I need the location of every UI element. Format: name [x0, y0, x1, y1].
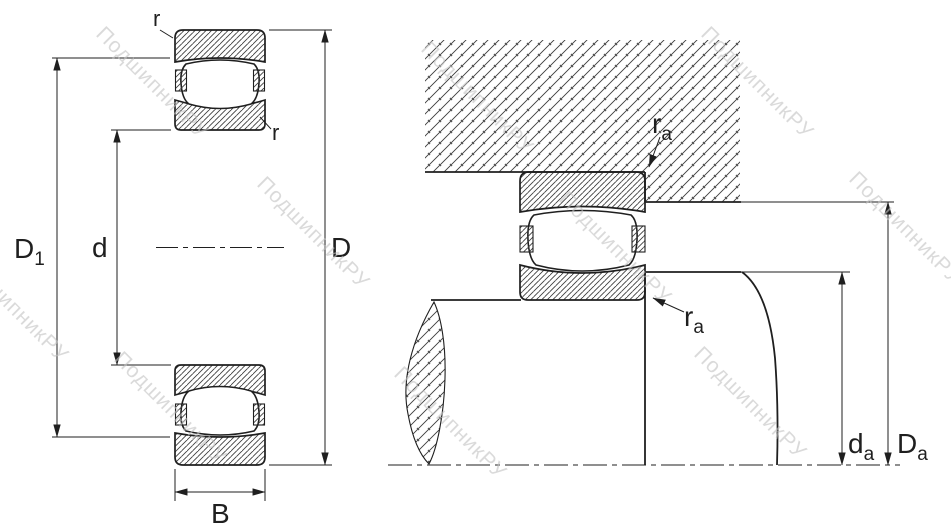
- label-da: da: [848, 428, 875, 465]
- label-da-sub: a: [864, 444, 875, 465]
- label-Da: Da: [897, 428, 928, 465]
- label-D1-sub: 1: [34, 249, 45, 270]
- label-da-base: d: [848, 428, 864, 459]
- label-ra-bottom: ra: [684, 301, 704, 338]
- label-ra-top: ra: [652, 108, 672, 145]
- label-D: D: [331, 232, 351, 263]
- leader-ra-top: [648, 136, 661, 168]
- label-r-top: r: [153, 6, 160, 31]
- shaft-break-out: [405, 300, 446, 465]
- label-Da-base: D: [897, 428, 917, 459]
- mounted-cage-right: [631, 225, 646, 253]
- shaft-shoulder-contour: [741, 271, 779, 466]
- mounted-cage-left: [519, 225, 534, 253]
- left-view-bearing-section: [156, 29, 284, 466]
- label-ra-top-base: r: [652, 108, 661, 139]
- label-D1: D1: [14, 233, 45, 270]
- watermark-text: ПодшипникРУ: [689, 342, 811, 464]
- outer-ring-top-section: [174, 29, 266, 64]
- left-view-dimensions: [52, 29, 332, 501]
- cage-bottom-right: [252, 403, 266, 426]
- leader-r-top: [159, 29, 174, 39]
- barrel-roller-top: [180, 59, 260, 110]
- mounted-outer-ring-section: [519, 171, 646, 214]
- label-B: B: [211, 498, 230, 529]
- watermark-layer: ПодшипникРУ ПодшипникРУ ПодшипникРУ Подш…: [0, 22, 951, 484]
- label-r-side: r: [272, 120, 279, 145]
- cage-top-left: [174, 69, 188, 92]
- label-ra-bottom-sub: a: [693, 317, 704, 338]
- label-ra-bottom-base: r: [684, 301, 693, 332]
- watermark-text: ПодшипникРУ: [389, 362, 511, 484]
- leader-ra-bottom: [652, 297, 685, 313]
- housing-section: [425, 40, 740, 202]
- label-Da-sub: a: [917, 444, 928, 465]
- right-view-mounting-section: [388, 40, 900, 466]
- watermark-text: ПодшипникРУ: [252, 172, 374, 294]
- watermark-text: ПодшипникРУ: [844, 167, 951, 289]
- outer-ring-bottom-section: [174, 431, 266, 466]
- label-D1-base: D: [14, 233, 34, 264]
- label-d: d: [92, 232, 108, 263]
- label-ra-top-sub: a: [661, 124, 672, 145]
- leader-r-side: [259, 116, 272, 130]
- cage-bottom-left: [174, 403, 188, 426]
- right-view-dimensions: [648, 136, 894, 466]
- cage-top-right: [252, 69, 266, 92]
